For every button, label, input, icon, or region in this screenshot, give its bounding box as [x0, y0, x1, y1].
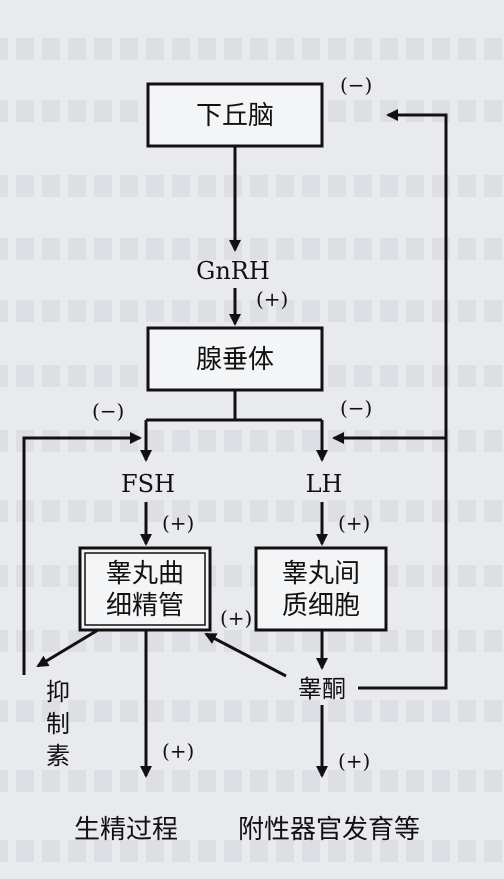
arrow-testosterone-to-seminiferous — [204, 632, 287, 678]
spermatogenesis-label: 生精过程 — [74, 815, 178, 845]
seminiferous-tubule-node: 睾丸曲 细精管 — [78, 546, 212, 632]
leydig-label-line1: 睾丸间 — [282, 559, 360, 589]
sign-testosterone-positive: (+) — [220, 606, 252, 630]
inhibin-feedback-line — [22, 432, 142, 675]
sign-gnrh-positive: (+) — [256, 287, 288, 311]
arrow-seminiferous-to-inhibin — [36, 628, 99, 668]
lh-label: LH — [306, 470, 343, 498]
inhibin-char-1: 抑 — [46, 678, 70, 706]
seminiferous-label-line1: 睾丸曲 — [106, 559, 184, 589]
pituitary-node: 腺垂体 — [146, 326, 324, 392]
sign-top-negative: (−) — [340, 73, 372, 97]
pituitary-label: 腺垂体 — [196, 345, 274, 375]
gnrh-label: GnRH — [196, 257, 270, 285]
leydig-label-line2: 质细胞 — [282, 591, 360, 621]
hypothalamus-label: 下丘脑 — [196, 101, 274, 131]
sign-fsh-negative: (−) — [92, 399, 124, 423]
sign-lh-negative: (−) — [340, 396, 372, 420]
leydig-cell-node: 睾丸间 质细胞 — [254, 546, 388, 632]
seminiferous-label-line2: 细精管 — [106, 591, 184, 621]
fsh-label: FSH — [121, 470, 175, 498]
sign-spermatogenesis-positive: (+) — [162, 739, 194, 763]
sign-fsh-positive: (+) — [162, 511, 194, 535]
sign-accessory-positive: (+) — [338, 749, 370, 773]
inhibin-char-3: 素 — [46, 742, 70, 770]
sign-lh-positive: (+) — [338, 511, 370, 535]
accessory-label: 附性器官发育等 — [238, 815, 420, 845]
testosterone-label: 睾酮 — [298, 675, 346, 703]
hypothalamus-node: 下丘脑 — [146, 82, 324, 148]
testosterone-feedback-hypothalamus-line — [358, 109, 448, 690]
inhibin-char-2: 制 — [46, 710, 70, 738]
